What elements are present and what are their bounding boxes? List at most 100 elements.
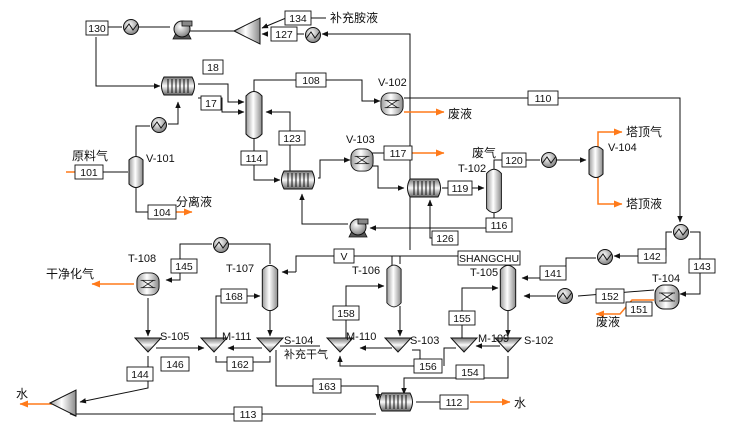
top-gas-label: 塔顶气 <box>626 124 662 139</box>
stream-123-label: 123 <box>283 133 301 145</box>
separated-liquid-label: 分离液 <box>176 194 212 209</box>
makeup-dry-gas-label: 补充干气 <box>284 347 328 361</box>
waste-liquid-top-label: 废液 <box>448 106 472 121</box>
stream-144-label: 144 <box>131 369 149 381</box>
stream-112-label: 112 <box>446 397 463 409</box>
cooler-v101-icon <box>151 117 167 133</box>
mixer-m109-icon <box>450 337 478 353</box>
line-156 <box>337 349 421 367</box>
cooler-127-icon <box>305 27 321 43</box>
top-liquid-arrow <box>597 176 623 208</box>
compressor-top-icon <box>233 17 261 45</box>
unit-s102-label: S-102 <box>524 335 553 347</box>
unit-m109-label: M-109 <box>478 333 509 345</box>
vessel-t104-icon <box>654 284 680 310</box>
stream-158-label: 158 <box>337 308 355 320</box>
unit-s105-label: S-105 <box>160 331 189 343</box>
cooler-145-icon <box>213 237 229 253</box>
unit-t104-label: T-104 <box>652 273 680 285</box>
unit-v101-label: V-101 <box>146 153 175 165</box>
unit-m111-label: M-111 <box>222 331 252 343</box>
unit-m110-label: M-110 <box>346 331 376 343</box>
stream-163-label: 163 <box>318 381 336 393</box>
stream-110-label: 110 <box>535 93 552 105</box>
stream-104-label: 104 <box>153 207 171 219</box>
line-shangchu-b <box>399 255 454 264</box>
splitter-s105-icon <box>134 337 162 353</box>
unit-s103-label: S-103 <box>410 335 439 347</box>
makeup-amine-label: 补充胺液 <box>330 10 378 25</box>
line-m109-156 <box>443 347 456 366</box>
cooler-142-icon <box>597 249 613 265</box>
stream-101-label: 101 <box>80 167 98 179</box>
cooler-120-icon <box>541 152 557 168</box>
stream-108-label: 108 <box>302 75 320 87</box>
waste-liquid-bottom-label: 废液 <box>596 314 620 329</box>
stream-134-label: 134 <box>289 13 307 25</box>
absorber-column-icon <box>245 90 263 140</box>
vessel-v103-icon <box>350 148 374 172</box>
stream-descriptions: 原料气 分离液 补充胺液 废液 废气 塔顶气 塔顶液 干净化气 水 水 补充干气… <box>16 10 662 410</box>
column-t105-icon <box>499 264 517 312</box>
line-130 <box>95 37 161 89</box>
line-recycle-127 <box>321 31 411 250</box>
column-t107-icon <box>261 264 279 312</box>
line-v101-top <box>135 125 150 158</box>
line-to-e101 <box>168 101 181 125</box>
stream-114-label: 114 <box>246 153 263 165</box>
unit-v104-label: V-104 <box>608 142 637 154</box>
line-t107-top <box>228 243 271 264</box>
line-123 <box>265 109 291 172</box>
stream-126-label: 126 <box>436 233 454 245</box>
vessel-v104-icon <box>588 146 604 178</box>
column-t102-icon <box>486 168 502 214</box>
stream-130-label: 130 <box>88 23 106 35</box>
clean-gas-label: 干净化气 <box>46 266 94 281</box>
unit-v103-label: V-103 <box>346 134 375 146</box>
line-18 <box>198 83 245 105</box>
compressor-water-icon <box>49 389 77 417</box>
stream-117-label: 117 <box>390 148 407 160</box>
stream-151-label: 151 <box>630 304 648 316</box>
stream-143-label: 143 <box>693 261 711 273</box>
unit-s104-label: S-104 <box>284 335 313 347</box>
cooler-130-icon <box>123 19 139 35</box>
stream-142-label: 142 <box>643 251 661 263</box>
heat-exchanger-e4-icon <box>379 392 413 412</box>
stream-152-label: 152 <box>601 291 619 303</box>
line-114 <box>253 134 281 183</box>
line-158 <box>345 283 385 338</box>
heat-exchanger-e1-icon <box>161 76 195 96</box>
line-110 <box>404 97 683 223</box>
top-liquid-label: 塔顶液 <box>626 196 662 211</box>
cooler-152-icon <box>557 288 573 304</box>
feed-gas-label: 原料气 <box>72 148 108 163</box>
line-to-v103 <box>318 157 351 179</box>
stream-156-label: 156 <box>419 361 437 373</box>
heat-exchanger-e2-icon <box>281 170 315 190</box>
splitter-s104-icon <box>256 337 284 353</box>
unit-t106-label: T-106 <box>352 265 380 277</box>
unit-tags: V-101 V-102 V-103 V-104 T-102 T-104 T-10… <box>128 77 680 347</box>
line-104 <box>135 186 150 213</box>
stream-labels: 101 104 130 18 17 134 127 108 110 123 11… <box>74 10 716 422</box>
unit-t102-label: T-102 <box>458 163 486 175</box>
line-to-e2 <box>372 165 405 191</box>
heat-exchanger-e3-icon <box>407 178 441 198</box>
top-gas-arrow <box>597 128 623 150</box>
unit-t107-label: T-107 <box>226 263 254 275</box>
water-left-label: 水 <box>16 387 28 401</box>
stream-127-label: 127 <box>275 29 293 41</box>
line-pump-to-e <box>299 193 348 225</box>
stream-155-label: 155 <box>453 313 471 325</box>
stream-116-label: 116 <box>491 220 508 232</box>
stream-120-label: 120 <box>505 155 523 167</box>
stream-146-label: 146 <box>166 359 184 371</box>
vessel-v102-icon <box>380 92 404 116</box>
column-t106-icon <box>386 264 402 308</box>
stream-17-label: 17 <box>205 98 217 110</box>
stream-18-label: 18 <box>207 62 219 74</box>
stream-141-label: 141 <box>544 268 562 280</box>
unit-t105-label: T-105 <box>470 267 498 279</box>
